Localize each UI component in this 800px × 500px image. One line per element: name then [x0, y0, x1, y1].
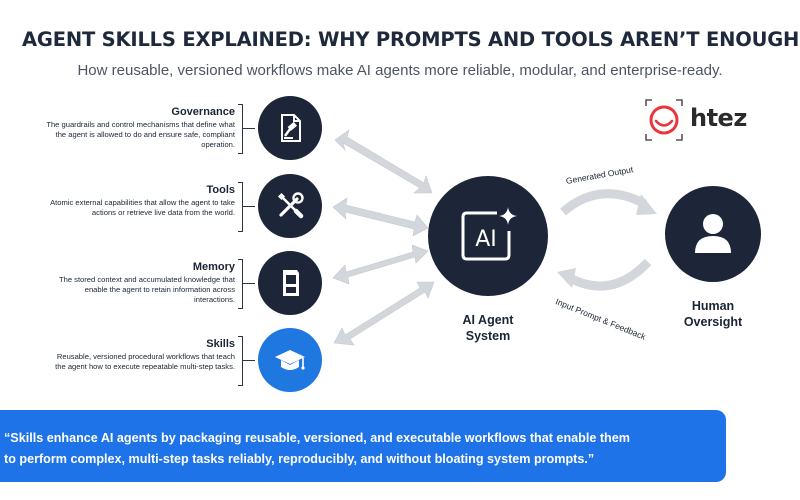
quote-banner: “Skills enhance AI agents by packaging r…	[0, 410, 726, 482]
governance-description: The guardrails and control mechanisms th…	[46, 120, 235, 149]
page-subtitle: How reusable, versioned workflows make A…	[77, 62, 723, 79]
person-icon	[695, 214, 731, 253]
tools-bracket	[238, 182, 243, 232]
brand-logo-text: htez	[690, 104, 747, 132]
arrow-input-feedback	[567, 258, 652, 291]
wrench-screwdriver-icon	[277, 192, 304, 219]
graduation-cap-icon	[275, 350, 305, 370]
skills-node	[258, 328, 322, 392]
human-oversight-node	[665, 186, 761, 282]
brand-logo-icon	[645, 99, 683, 141]
memory-node	[258, 251, 322, 315]
tools-node	[258, 174, 322, 238]
memory-bracket	[238, 259, 243, 309]
governance-title: Governance	[171, 106, 235, 118]
memory-description: The stored context and accumulated knowl…	[58, 275, 235, 304]
tools-description: Atomic external capabilities that allow …	[50, 198, 235, 217]
arrow-skills	[333, 281, 435, 346]
ai-sparkle-icon: AI	[461, 207, 517, 261]
skills-title: Skills	[206, 338, 235, 350]
governance-bracket	[238, 104, 243, 154]
ai-agent-label: AI Agent System	[462, 313, 514, 343]
arrow-governance	[334, 129, 433, 194]
memory-title: Memory	[192, 261, 235, 273]
page-title: AGENT SKILLS EXPLAINED: WHY PROMPTS AND …	[22, 28, 800, 51]
arrow-generated-output	[560, 189, 648, 216]
governance-node	[258, 96, 322, 160]
skills-description: Reusable, versioned procedural workflows…	[55, 352, 235, 371]
tools-title: Tools	[206, 184, 235, 196]
ai-agent-node: AI	[428, 176, 548, 296]
quote-line-2: to perform complex, multi-step tasks rel…	[4, 452, 595, 466]
skills-bracket	[238, 336, 243, 386]
human-oversight-label: Human Oversight	[683, 299, 743, 329]
quote-line-1: “Skills enhance AI agents by packaging r…	[4, 431, 630, 445]
ai-icon-text: AI	[475, 227, 497, 252]
arrow-memory	[332, 244, 429, 285]
gavel-document-icon	[281, 114, 301, 142]
memory-card-icon	[283, 270, 299, 296]
arrow-tools	[332, 197, 429, 237]
